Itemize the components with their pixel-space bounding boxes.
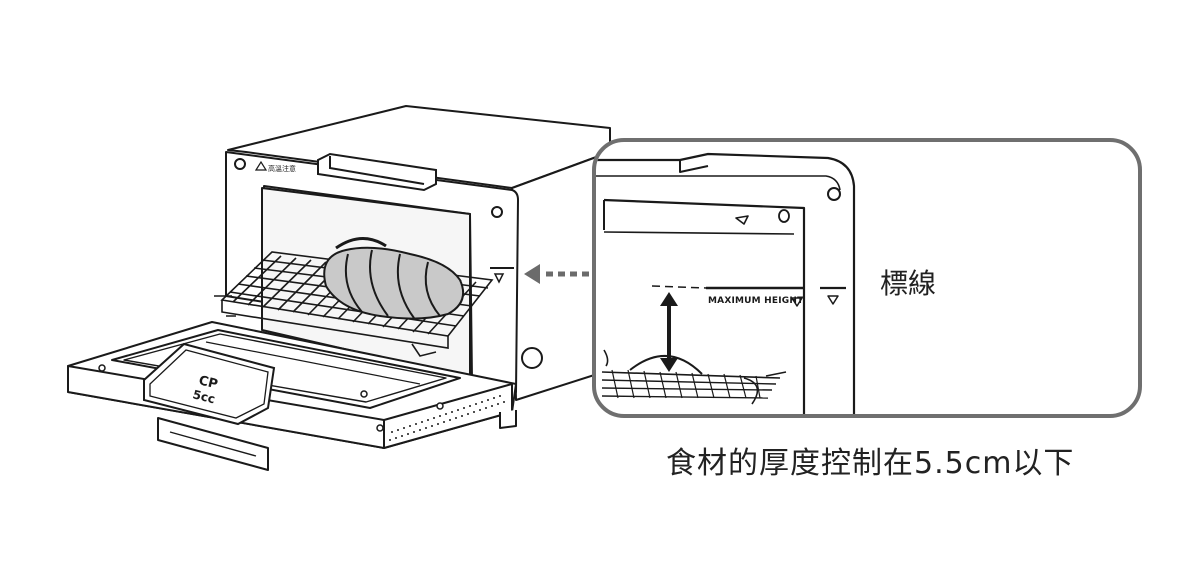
warning-text: 高溫注意 (268, 164, 296, 173)
screws (234, 158, 543, 369)
bread-loaf (323, 246, 464, 320)
top-handle (317, 152, 437, 192)
tray-mark-top: CP (197, 373, 219, 392)
tray-mark-sub: 5cc (191, 387, 216, 406)
door-vents (389, 395, 505, 441)
warning-sticker: 高溫注意 (254, 160, 296, 173)
oven-heater-hook (335, 237, 387, 250)
callout-frame (592, 138, 1142, 418)
oven-max-marker (490, 267, 514, 284)
thickness-caption: 食材的厚度控制在5.5cm以下 (666, 446, 1075, 481)
max-height-text: MAXIMUM HEIGHT (708, 296, 804, 306)
pointer-arrow (524, 264, 596, 284)
oven-front-frame (225, 151, 519, 393)
reference-line-label: 標線 (880, 267, 937, 300)
zoom-callout: MAXIMUM HEIGHT (592, 138, 1142, 418)
door-bolts (98, 364, 444, 432)
water-tray: CP 5cc (143, 342, 276, 426)
